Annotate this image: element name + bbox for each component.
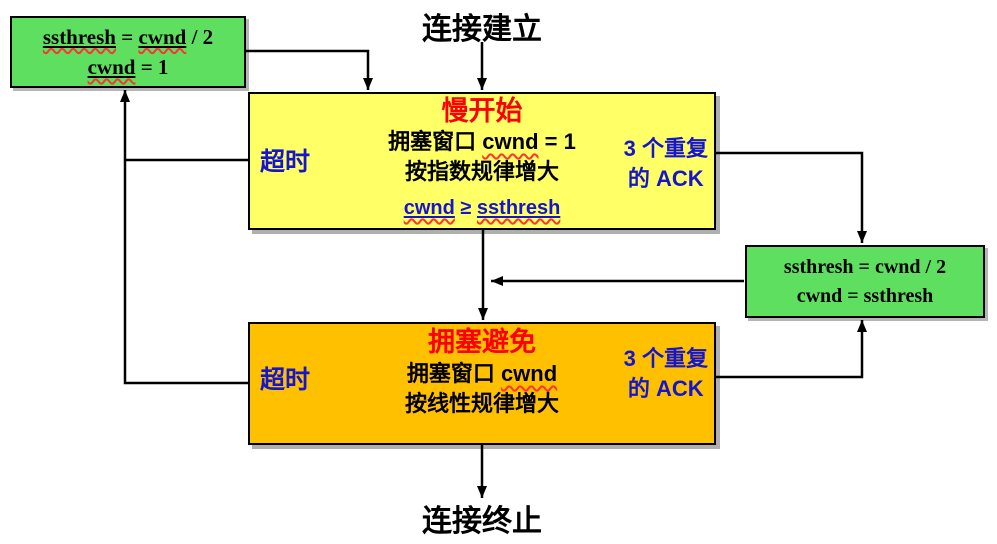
congestion-avoidance-title: 拥塞避免 [428, 327, 536, 357]
arrow-slow-start-dupack-to-adjust [716, 151, 867, 243]
arrow-timeout-to-reset [120, 90, 248, 385]
adjust-box-line1: ssthresh = cwnd / 2 [783, 255, 947, 278]
timeout-reset-box: ssthresh = cwnd / 2 cwnd = 1 [10, 16, 246, 88]
connection-established-label: 连接建立 [422, 13, 542, 46]
connection-terminated-label: 连接终止 [422, 505, 542, 538]
slow-start-line1: 拥塞窗口 cwnd = 1 [388, 129, 576, 154]
slow-start-condition: cwnd ≥ ssthresh [403, 197, 561, 219]
reset-box-line2: cwnd = 1 [87, 55, 169, 79]
congestion-avoidance-line2: 按线性规律增大 [404, 391, 559, 416]
arrow-reset-to-slow-start [246, 49, 373, 90]
slow-start-line2: 按指数规律增大 [404, 159, 559, 184]
arrow-avoidance-dupack-to-adjust [716, 320, 867, 379]
congestion-avoidance-dup-ack-label: 3 个重复 的 ACK [623, 346, 708, 401]
slow-start-box: 慢开始 拥塞窗口 cwnd = 1 按指数规律增大 cwnd ≥ ssthres… [248, 92, 716, 230]
cwnd-term: cwnd [87, 55, 136, 79]
slow-start-dup-ack-label: 3 个重复 的 ACK [623, 136, 708, 191]
congestion-avoidance-line1: 拥塞窗口 cwnd [406, 361, 558, 386]
reset-box-line1: ssthresh = cwnd / 2 [42, 24, 214, 49]
slow-start-timeout-label: 超时 [260, 148, 311, 176]
cwnd-term: cwnd [500, 361, 558, 386]
congestion-avoidance-box: 拥塞避免 拥塞窗口 cwnd 按线性规律增大 超时 3 个重复 的 ACK [248, 322, 716, 445]
adjust-box-line2: cwnd = ssthresh [796, 284, 934, 307]
ssthresh-term: ssthresh [476, 197, 561, 219]
dup-ack-adjust-box: ssthresh = cwnd / 2 cwnd = ssthresh [745, 245, 985, 318]
congestion-avoidance-timeout-label: 超时 [260, 366, 311, 394]
cwnd-term: cwnd [482, 129, 539, 154]
cwnd-term: cwnd [403, 197, 455, 219]
slow-start-title: 慢开始 [441, 96, 523, 126]
cwnd-term: cwnd [138, 24, 187, 49]
ssthresh-term: ssthresh [42, 24, 116, 49]
